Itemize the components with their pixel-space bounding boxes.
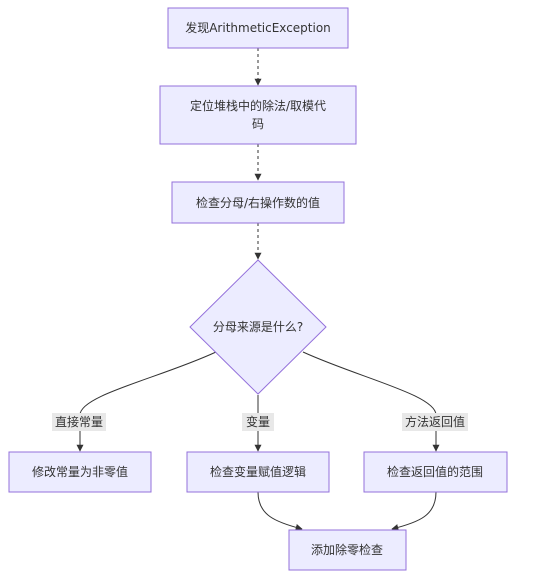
edge-decision-to-constant — [76, 351, 217, 452]
edge-label-direct-constant-text: 直接常量 — [55, 414, 103, 429]
node-locate[interactable]: 定位堆栈中的除法/取模代 码 — [159, 85, 357, 145]
node-check-return-label: 检查返回值的范围 — [387, 464, 483, 479]
edge-label-variable: 变量 — [242, 413, 274, 431]
node-check-divisor-label: 检查分母/右操作数的值 — [196, 195, 320, 210]
node-add-check[interactable]: 添加除零检查 — [288, 529, 407, 571]
node-check-variable[interactable]: 检查变量赋值逻辑 — [186, 451, 330, 493]
node-fix-constant[interactable]: 修改常量为非零值 — [8, 451, 152, 493]
node-fix-constant-label: 修改常量为非零值 — [32, 464, 128, 479]
edge-label-direct-constant: 直接常量 — [52, 413, 106, 431]
node-source-decision-label: 分母来源是什么? — [213, 320, 303, 334]
node-locate-label-line2: 码 — [252, 117, 264, 131]
node-check-variable-label: 检查变量赋值逻辑 — [210, 464, 306, 479]
node-check-divisor[interactable]: 检查分母/右操作数的值 — [171, 181, 345, 224]
node-check-return[interactable]: 检查返回值的范围 — [363, 451, 508, 493]
node-locate-label-line1: 定位堆栈中的除法/取模代 — [190, 98, 326, 113]
edge-decision-to-return — [302, 351, 440, 452]
edge-return-to-add-check — [391, 491, 437, 531]
node-discover-label: 发现ArithmeticException — [185, 20, 331, 35]
node-discover[interactable]: 发现ArithmeticException — [167, 7, 349, 49]
edge-label-method-return: 方法返回值 — [402, 413, 468, 431]
node-add-check-label: 添加除零检查 — [311, 542, 383, 557]
edge-variable-to-add-check — [257, 491, 303, 531]
edge-label-method-return-text: 方法返回值 — [405, 414, 465, 429]
edge-label-variable-text: 变量 — [246, 414, 270, 429]
node-source-decision[interactable]: 分母来源是什么? — [189, 259, 327, 395]
